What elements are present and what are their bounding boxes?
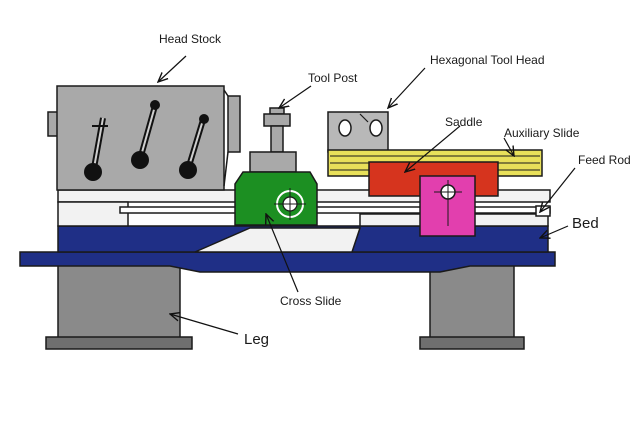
pointer-leg: [170, 314, 239, 335]
pointer-head-stock: [158, 55, 187, 82]
hexagonal-tool-head: [327, 111, 389, 153]
label-bed: Bed: [572, 215, 599, 232]
cross-slide: [234, 171, 318, 226]
label-leg: Leg: [244, 331, 269, 348]
label-saddle: Saddle: [445, 115, 483, 129]
pointer-bed: [540, 225, 569, 238]
leg-right: [419, 261, 525, 350]
pointer-tool-post: [279, 85, 312, 108]
pointer-saddle: [405, 125, 461, 172]
label-tool-post: Tool Post: [308, 71, 358, 85]
pointer-cross-slide: [266, 214, 299, 293]
label-hexagonal-tool-head: Hexagonal Tool Head: [430, 53, 545, 67]
pointer-feed-rod: [540, 167, 576, 212]
label-auxiliary-slide: Auxiliary Slide: [504, 126, 580, 140]
label-head-stock: Head Stock: [159, 32, 222, 46]
label-cross-slide: Cross Slide: [280, 294, 342, 308]
apron: [419, 175, 476, 237]
lever-right: [179, 114, 209, 179]
label-feed-rod: Feed Rod: [578, 153, 631, 167]
bed-base: [19, 251, 556, 273]
lever-left: [84, 117, 108, 181]
lever-middle: [131, 100, 160, 169]
leg-left: [45, 261, 193, 350]
tool-post: [249, 107, 297, 173]
pointer-hexagonal-tool-head: [388, 67, 426, 108]
pointer-auxiliary-slide: [503, 137, 514, 156]
head-stock: [47, 85, 241, 191]
